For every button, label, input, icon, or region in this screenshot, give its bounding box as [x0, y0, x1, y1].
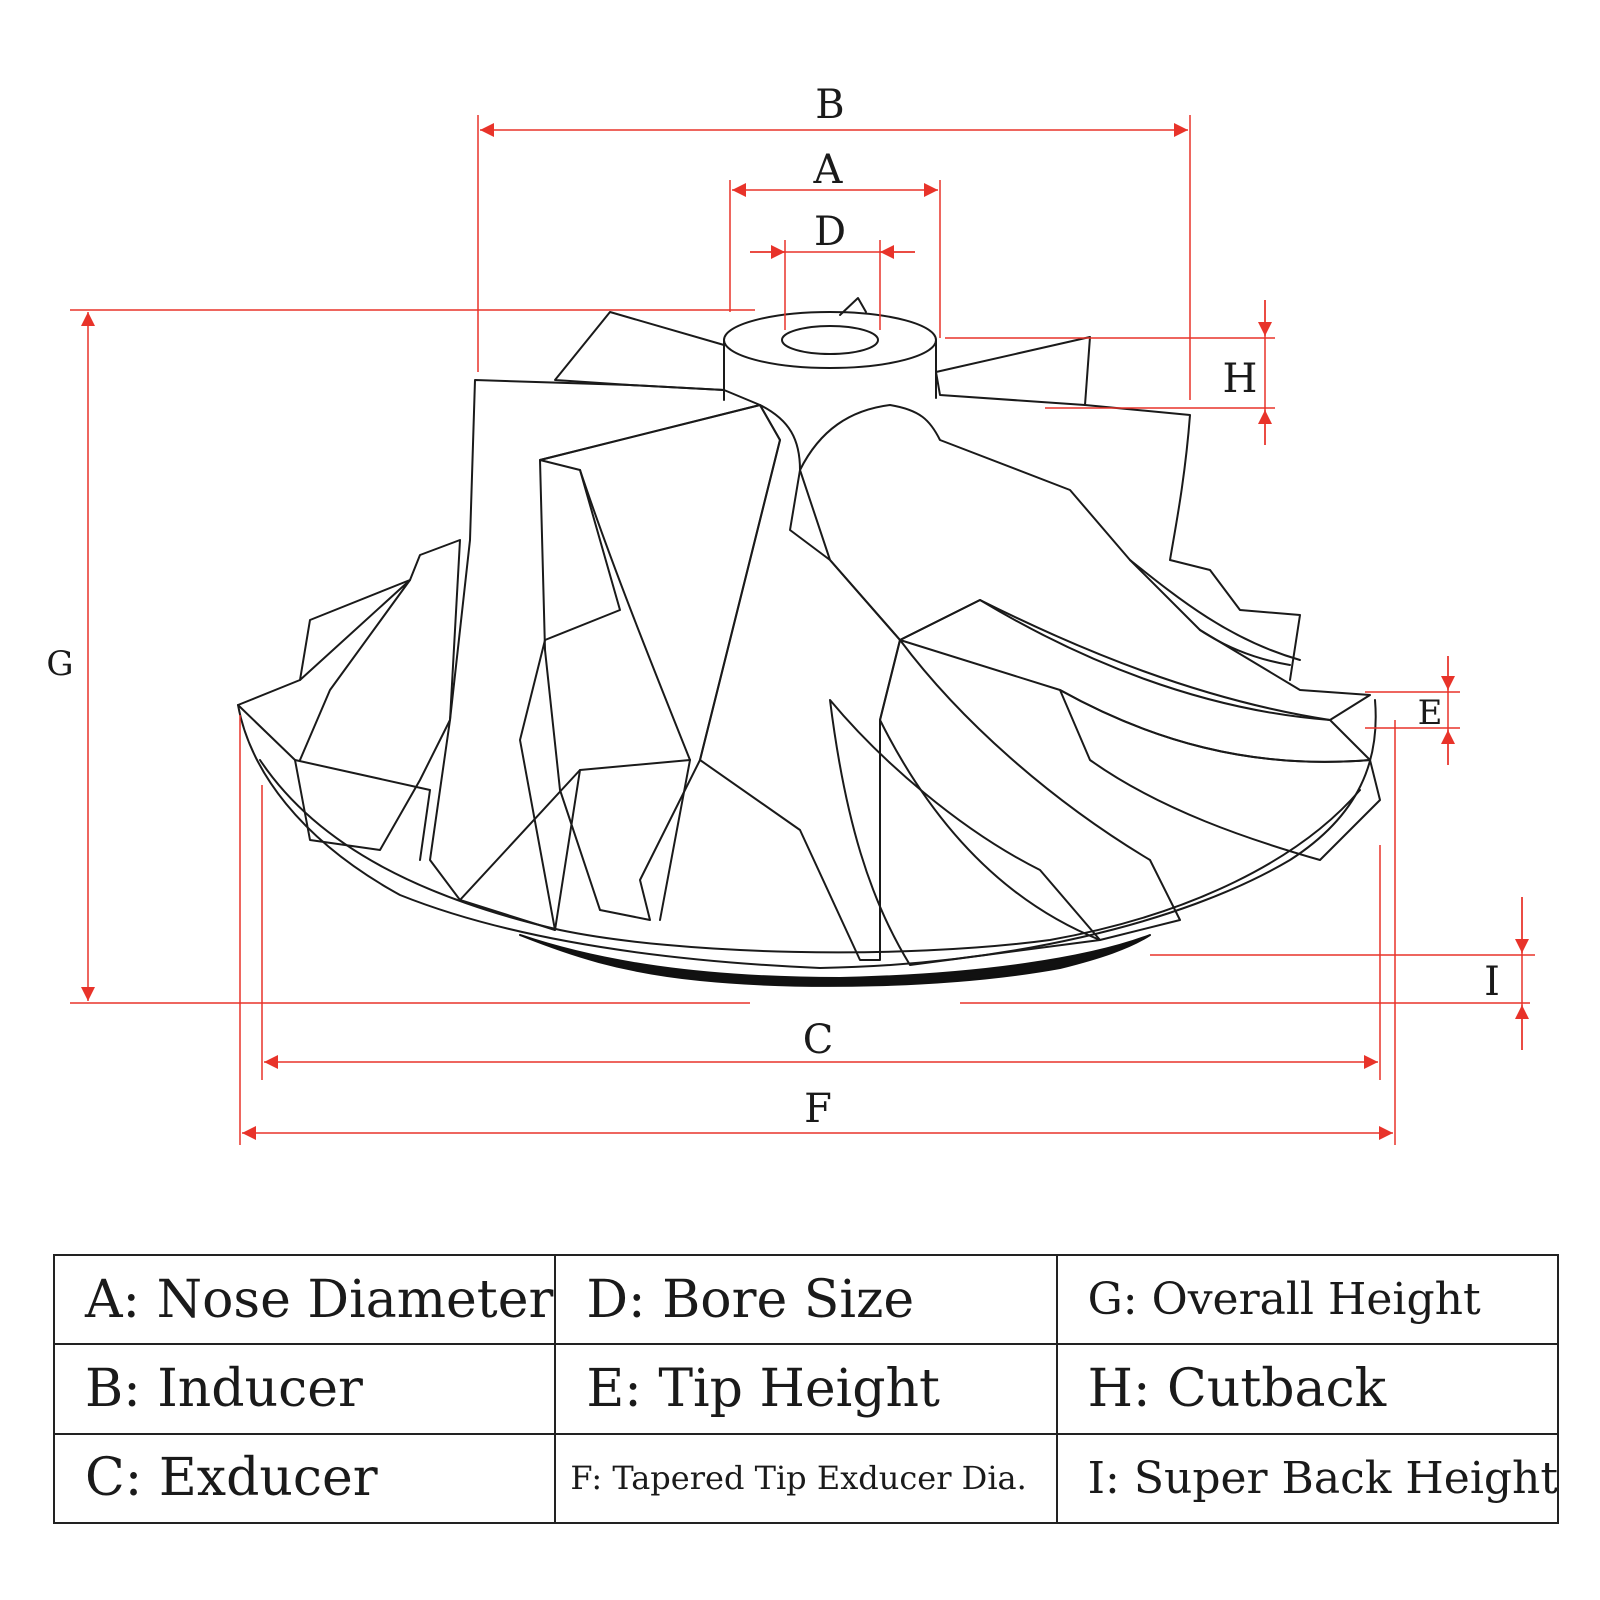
bore [781, 325, 879, 355]
blade-8 [1059, 689, 1381, 861]
splitter-left-1 [237, 539, 461, 851]
compressor-wheel [237, 297, 1381, 987]
blade-3 [699, 404, 901, 961]
inner-curve-2 [1199, 629, 1291, 666]
blade-5 [879, 639, 1181, 941]
legend-cell-f: F: Tapered Tip Exducer Dia. [554, 1432, 1058, 1525]
splitter-top-left [554, 311, 725, 391]
hub-curve-2 [659, 759, 691, 921]
legend-cell-a: A: Nose Diameter [52, 1253, 557, 1346]
label-h: H [1223, 356, 1258, 402]
backplate-shadow [519, 934, 1151, 987]
legend-cell-i: I: Super Back Height [1055, 1432, 1560, 1525]
legend-cell-b: B: Inducer [52, 1343, 557, 1435]
dimension-lines [70, 115, 1535, 1145]
splitter-top-right [935, 336, 1091, 406]
nose-tip [839, 297, 867, 316]
hub-curve-3 [554, 759, 691, 931]
splitter-left-3 [294, 759, 431, 861]
label-g: G [46, 644, 73, 684]
label-c: C [803, 1017, 834, 1063]
wheel-base-curve [259, 759, 1361, 954]
nose-top [723, 311, 937, 369]
label-b: B [815, 82, 844, 128]
legend-row: B: Inducer E: Tip Height H: Cutback [52, 1343, 1560, 1435]
label-e: E [1418, 693, 1443, 733]
inner-curve-1 [1129, 559, 1301, 661]
label-f: F [804, 1086, 832, 1132]
legend-cell-d: D: Bore Size [554, 1253, 1058, 1346]
splitter-right-top [1084, 404, 1301, 681]
label-i: I [1484, 959, 1500, 1005]
wheel-silhouette [237, 699, 1377, 969]
splitter-left-2 [299, 579, 411, 761]
legend-cell-g: G: Overall Height [1055, 1253, 1560, 1346]
dimension-letters: B A D G H E I C F [46, 82, 1499, 1132]
legend-cell-c: C: Exducer [52, 1432, 557, 1525]
blade-2 [539, 404, 781, 921]
hub-curve-1 [579, 469, 691, 761]
blade-1 [429, 379, 761, 931]
blade-6 [829, 699, 1101, 966]
label-a: A [813, 147, 844, 193]
legend-cell-h: H: Cutback [1055, 1343, 1560, 1435]
blade-4 [799, 404, 1371, 721]
hub-curve-4 [459, 769, 581, 901]
dimension-legend-table: A: Nose Diameter D: Bore Size G: Overall… [52, 1253, 1560, 1525]
label-d: D [814, 209, 846, 255]
legend-row: A: Nose Diameter D: Bore Size G: Overall… [52, 1253, 1560, 1346]
compressor-wheel-diagram: B A D G H E I C F [46, 82, 1535, 1145]
legend-row: C: Exducer F: Tapered Tip Exducer Dia. I… [52, 1432, 1560, 1525]
legend-cell-e: E: Tip Height [554, 1343, 1058, 1435]
